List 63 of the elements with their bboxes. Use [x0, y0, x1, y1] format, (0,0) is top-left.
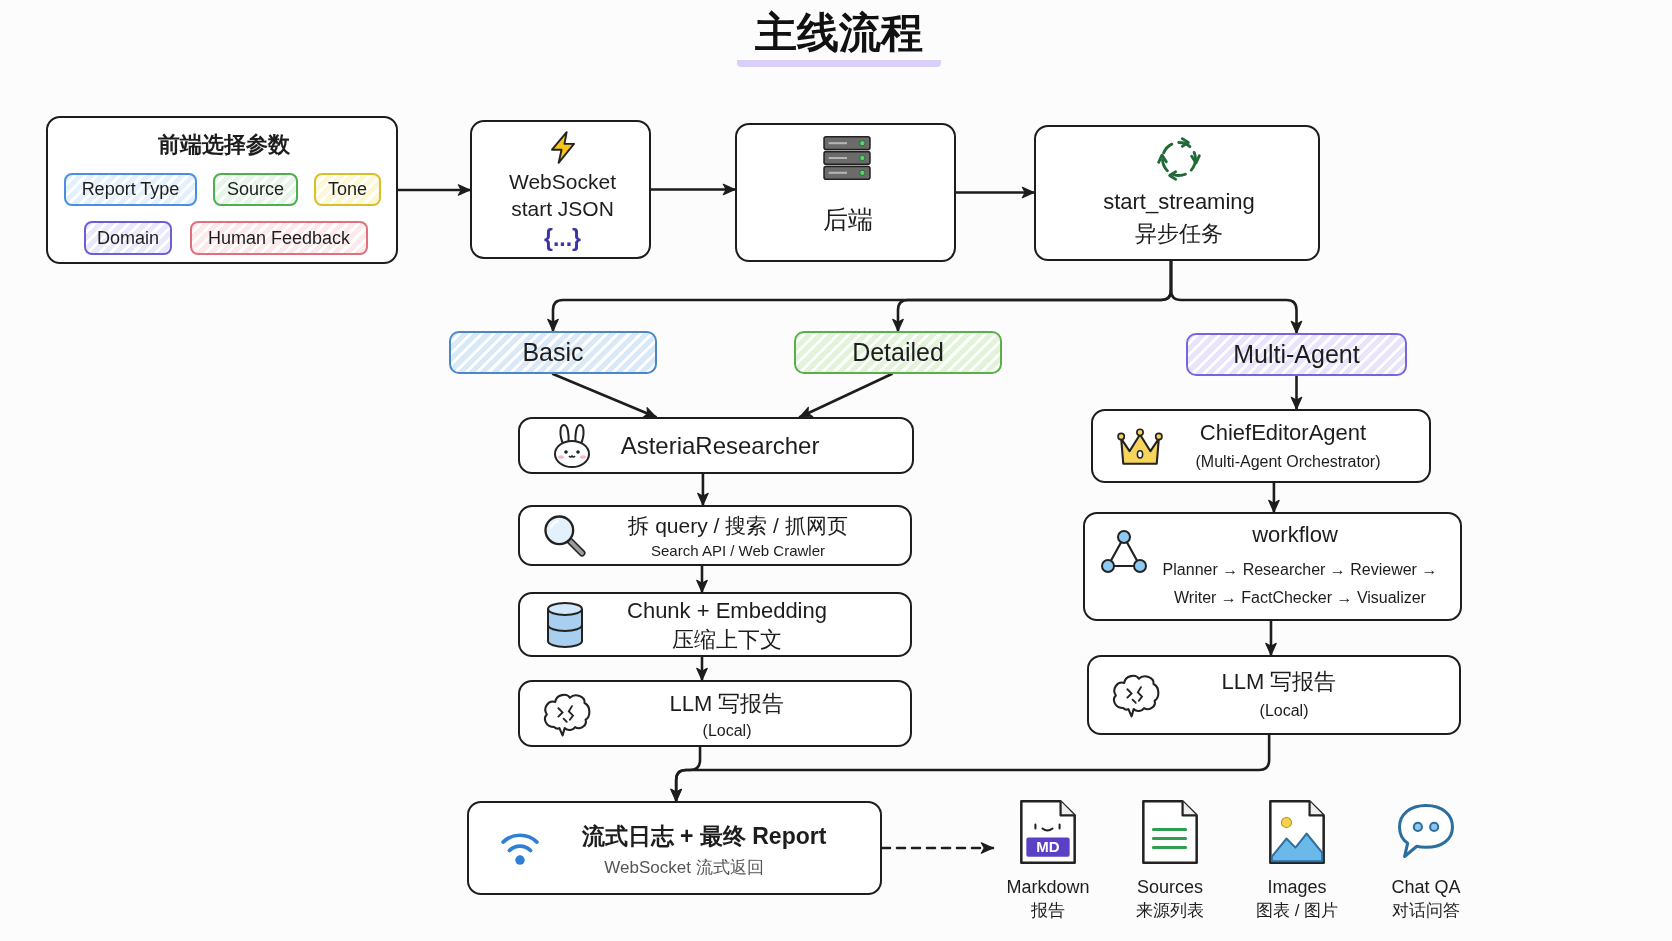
icon-caption: Chat QA [1391, 876, 1461, 898]
dashed-arrow [880, 842, 995, 854]
tag-chip: Domain [84, 221, 172, 255]
icon-caption: 来源列表 [1136, 900, 1204, 922]
icon-caption: 对话问答 [1392, 900, 1460, 922]
arrow [649, 183, 737, 196]
box-title: Chunk + Embedding 压缩上下文 [626, 597, 828, 654]
arrow [954, 186, 1036, 199]
box-title: LLM 写报告 [1221, 668, 1337, 696]
icon-caption: 报告 [1031, 900, 1065, 922]
box-title: start_streaming 异步任务 [1102, 188, 1256, 248]
process-box [1091, 409, 1431, 483]
code-snippet: {...} [543, 224, 582, 252]
box-subtitle: Search API / Web Crawler [651, 541, 825, 561]
box-title: WebSocket start JSON [508, 169, 617, 222]
process-box [1087, 655, 1461, 735]
arrow [696, 564, 708, 594]
panel-heading: 前端选择参数 [158, 131, 290, 159]
arrow [670, 733, 1271, 803]
box-title: 流式日志 + 最终 Report [581, 822, 827, 851]
process-box [1083, 512, 1462, 621]
arrow [696, 655, 708, 682]
arrow [697, 472, 709, 507]
process-box [518, 505, 912, 566]
box-title: AsteriaResearcher [620, 431, 820, 461]
mode-box: Detailed [794, 331, 1002, 374]
process-box [470, 120, 651, 259]
process-box [518, 680, 912, 747]
arrow [1265, 619, 1277, 657]
tag-chip: Tone [314, 173, 381, 206]
box-title: workflow [1252, 521, 1338, 549]
tag-chip: Report Type [64, 173, 197, 206]
box-subtitle: (Local) [1259, 701, 1309, 721]
tag-chip: Source [213, 173, 298, 206]
box-subtitle: Planner → Researcher → Reviewer → Writer → FactChecker → Visualizer [1161, 560, 1439, 608]
box-subtitle: (Multi-Agent Orchestrator) [1195, 452, 1381, 472]
process-box [735, 123, 956, 262]
icon-caption: Sources [1137, 876, 1203, 898]
tag-chip: Human Feedback [190, 221, 368, 255]
icon-caption: Images [1267, 876, 1327, 898]
box-title: ChiefEditorAgent [1199, 419, 1367, 447]
file-type-label: MD [1036, 837, 1060, 857]
arrow [396, 184, 472, 196]
mode-box: Multi-Agent [1186, 333, 1407, 376]
page-title: 主线流程 [737, 6, 941, 67]
process-box [467, 801, 882, 895]
arrow [551, 372, 658, 419]
process-box [518, 417, 914, 474]
process-box [1034, 125, 1320, 261]
process-box [518, 592, 912, 657]
arrow [1268, 481, 1280, 514]
arrow [1290, 374, 1303, 411]
icon-caption: 图表 / 图片 [1255, 900, 1339, 922]
icon-caption: Markdown [1006, 876, 1090, 898]
parameter-panel [46, 116, 398, 264]
box-title: LLM 写报告 [669, 690, 785, 718]
arrow [1169, 259, 1303, 335]
box-subtitle: WebSocket 流式返回 [604, 857, 764, 879]
arrow [798, 372, 894, 419]
box-subtitle: (Local) [702, 721, 752, 741]
mode-box: Basic [449, 331, 657, 374]
box-title: 后端 [822, 204, 873, 235]
box-title: 拆 query / 搜索 / 抓网页 [628, 513, 848, 539]
